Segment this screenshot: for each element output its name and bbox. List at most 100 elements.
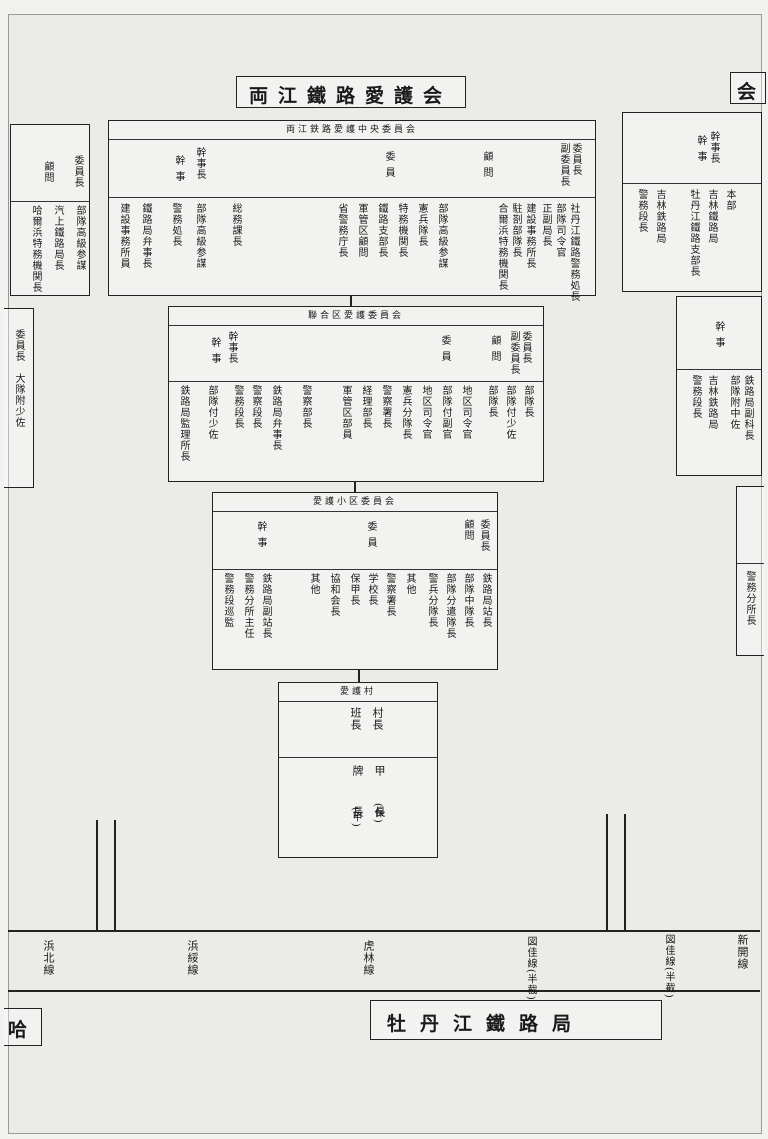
small-member-col-2: 警察署長 [384, 573, 395, 617]
right-mid-col-2: 部隊附中佐 [728, 375, 739, 430]
bottom-left-box: 哈 [4, 1008, 42, 1046]
village-pai-role: 牌長 [351, 765, 364, 847]
right-mid-box: 幹事 鉄路局副科長 部隊附中佐 吉林鉄路局 警務段長 [676, 296, 762, 476]
right-title-fragment: 会 [737, 81, 767, 103]
small-member-col-4: 保甲長 [348, 573, 359, 606]
village-head-role: 村長 [371, 707, 384, 731]
central-committee-header: 両江鉄路愛護中央委員会 [109, 121, 595, 140]
rail-line-1: 浜北線 [42, 940, 55, 976]
track-left-2 [114, 820, 116, 932]
rail-line-5: 図佳線(半截) [663, 934, 674, 999]
main-title-box: 両江鐵路愛護会 [236, 76, 466, 108]
right-role-2: 幹事 [695, 135, 706, 167]
village-note-1: (保) [372, 803, 383, 824]
central-divider [109, 197, 595, 198]
left-role-2: 顧問 [42, 161, 53, 183]
small-member-col-6: 其他 [308, 573, 319, 595]
regional-secretary-label: 幹事長 [226, 331, 237, 364]
regional-member-col-4: 憲兵分隊長 [400, 385, 411, 440]
rail-line-3: 虎林線 [362, 940, 375, 976]
small-secretary-label: 幹事 [255, 521, 266, 553]
central-advisor-col-2: 駐剳部隊長 [510, 203, 521, 258]
regional-member-col-3: 地区司令官 [420, 385, 431, 440]
central-committee-box: 両江鉄路愛護中央委員会 委員長 副委員長 顧問 委員 幹事長 幹事 社丹江鐵路警… [108, 120, 596, 302]
small-member-col-3: 学校長 [366, 573, 377, 606]
central-member-col-4: 鐵路支部長 [376, 203, 387, 258]
regional-secretary-col-4: 警察段長 [250, 385, 261, 429]
track-left-1 [96, 820, 98, 932]
right-col-2: 吉林鐵路局 [706, 189, 717, 244]
village-divider [279, 757, 437, 758]
central-right-col-2: 部隊司令官 [554, 203, 565, 258]
regional-member-col-6: 経理部長 [360, 385, 371, 429]
right-mid-label: 幹事 [713, 321, 724, 353]
rail-line-2: 浜綏線 [186, 940, 199, 976]
central-secretary-label: 幹事長 [194, 147, 205, 180]
central-role-chair: 委員長 [570, 143, 581, 176]
regional-committee-header: 聯合区愛護委員会 [169, 307, 543, 326]
bottom-title: 牡丹江鐵路局 [387, 1013, 586, 1035]
regional-secretary-col-3: 警務段長 [232, 385, 243, 429]
regional-secretary-col-6: 警察部長 [300, 385, 311, 429]
right-col-3: 牡丹江鐵路支部長 [688, 189, 699, 277]
main-title: 両江鐵路愛護会 [249, 85, 453, 107]
central-member-col-6: 省警務庁長 [336, 203, 347, 258]
central-advisor-col-3: 合爾浜特務機関長 [496, 203, 507, 291]
right-title-box: 会 [730, 72, 766, 104]
central-secretary-col-1: 建設事務所員 [118, 203, 129, 269]
central-right-col-1: 社丹江鐵路警務処長 [568, 203, 579, 302]
bottom-title-box: 牡丹江鐵路局 [370, 1000, 662, 1040]
village-note-2: (甲) [350, 807, 361, 828]
central-secretary-col-4: 総務課長 [230, 203, 241, 247]
small-right-col-2: 部隊中隊長 [462, 573, 473, 628]
small-committee-header: 愛護小区委員会 [213, 493, 497, 512]
right-lower-text: 警務分所長 [744, 571, 755, 626]
central-role-vice: 副委員長 [558, 143, 569, 187]
small-secretary-col-1: 鉄路局副站長 [260, 573, 271, 639]
left-divider [11, 201, 89, 202]
regional-role-chair: 委員長 [520, 331, 531, 364]
regional-member-col-5: 警察署長 [380, 385, 391, 429]
central-right-col-3: 正副局長 [540, 203, 551, 247]
regional-right-col-1: 部隊長 [522, 385, 533, 418]
rail-line-bottom [8, 990, 760, 992]
regional-member-col-2: 部隊付副官 [440, 385, 451, 440]
regional-secretary-col-5: 鉄路局弁事長 [270, 385, 281, 451]
rail-line-4: 図佳線(半截) [525, 936, 536, 1001]
rail-line-6: 新開線 [736, 934, 749, 970]
connector-1 [350, 296, 352, 306]
track-right-1 [606, 814, 608, 932]
right-col-5: 警務段長 [636, 189, 647, 233]
left-edge-text: 委員長 大隊附少佐 [13, 329, 24, 428]
track-right-2 [624, 814, 626, 932]
right-mid-col-3: 吉林鉄路局 [706, 375, 717, 430]
central-member-col-2: 憲兵隊長 [416, 203, 427, 247]
left-col-2: 汽上鐵路局長 [52, 205, 63, 271]
left-role-1: 委員長 [72, 155, 83, 188]
central-member-col-1: 部隊高級参謀 [436, 203, 447, 269]
right-mid-col-1: 鉄路局副科長 [742, 375, 753, 441]
central-secretary-label-2: 幹事 [173, 155, 184, 187]
central-advisor-col-1: 建設事務所長 [524, 203, 535, 269]
village-header: 愛護村 [279, 683, 437, 702]
small-member-col-5: 協和会長 [328, 573, 339, 617]
right-col-4: 吉林鉄路局 [654, 189, 665, 244]
central-advisor-label: 顧問 [481, 151, 492, 183]
regional-secretary-label-2: 幹事 [209, 337, 220, 369]
right-lower-divider [737, 563, 764, 564]
right-mid-col-4: 警務段長 [690, 375, 701, 419]
central-member-col-3: 特務機関長 [396, 203, 407, 258]
village-box: 愛護村 村長 班長 甲長 牌長 (保) (甲) [278, 682, 438, 858]
right-committee-box: 幹事長 幹事 本部 吉林鐵路局 牡丹江鐵路支部長 吉林鉄路局 警務段長 [622, 112, 762, 292]
regional-secretary-col-2: 部隊付少佐 [206, 385, 217, 440]
document-page [8, 14, 762, 1134]
regional-secretary-col-1: 鉄路局監理所長 [178, 385, 189, 462]
regional-member-col-7: 軍管区部員 [340, 385, 351, 440]
central-secretary-col-3: 警務処長 [170, 203, 181, 247]
small-divider [213, 569, 497, 570]
small-right-col-1: 鉄路局站長 [480, 573, 491, 628]
right-mid-divider [677, 369, 761, 370]
small-member-col-1: 其他 [404, 573, 415, 595]
right-col-1: 本部 [724, 189, 735, 211]
small-committee-box: 愛護小区委員会 委員長 顧問 委員 幹事 鉄路局站長 部隊中隊長 部隊分遣隊長 … [212, 492, 498, 670]
